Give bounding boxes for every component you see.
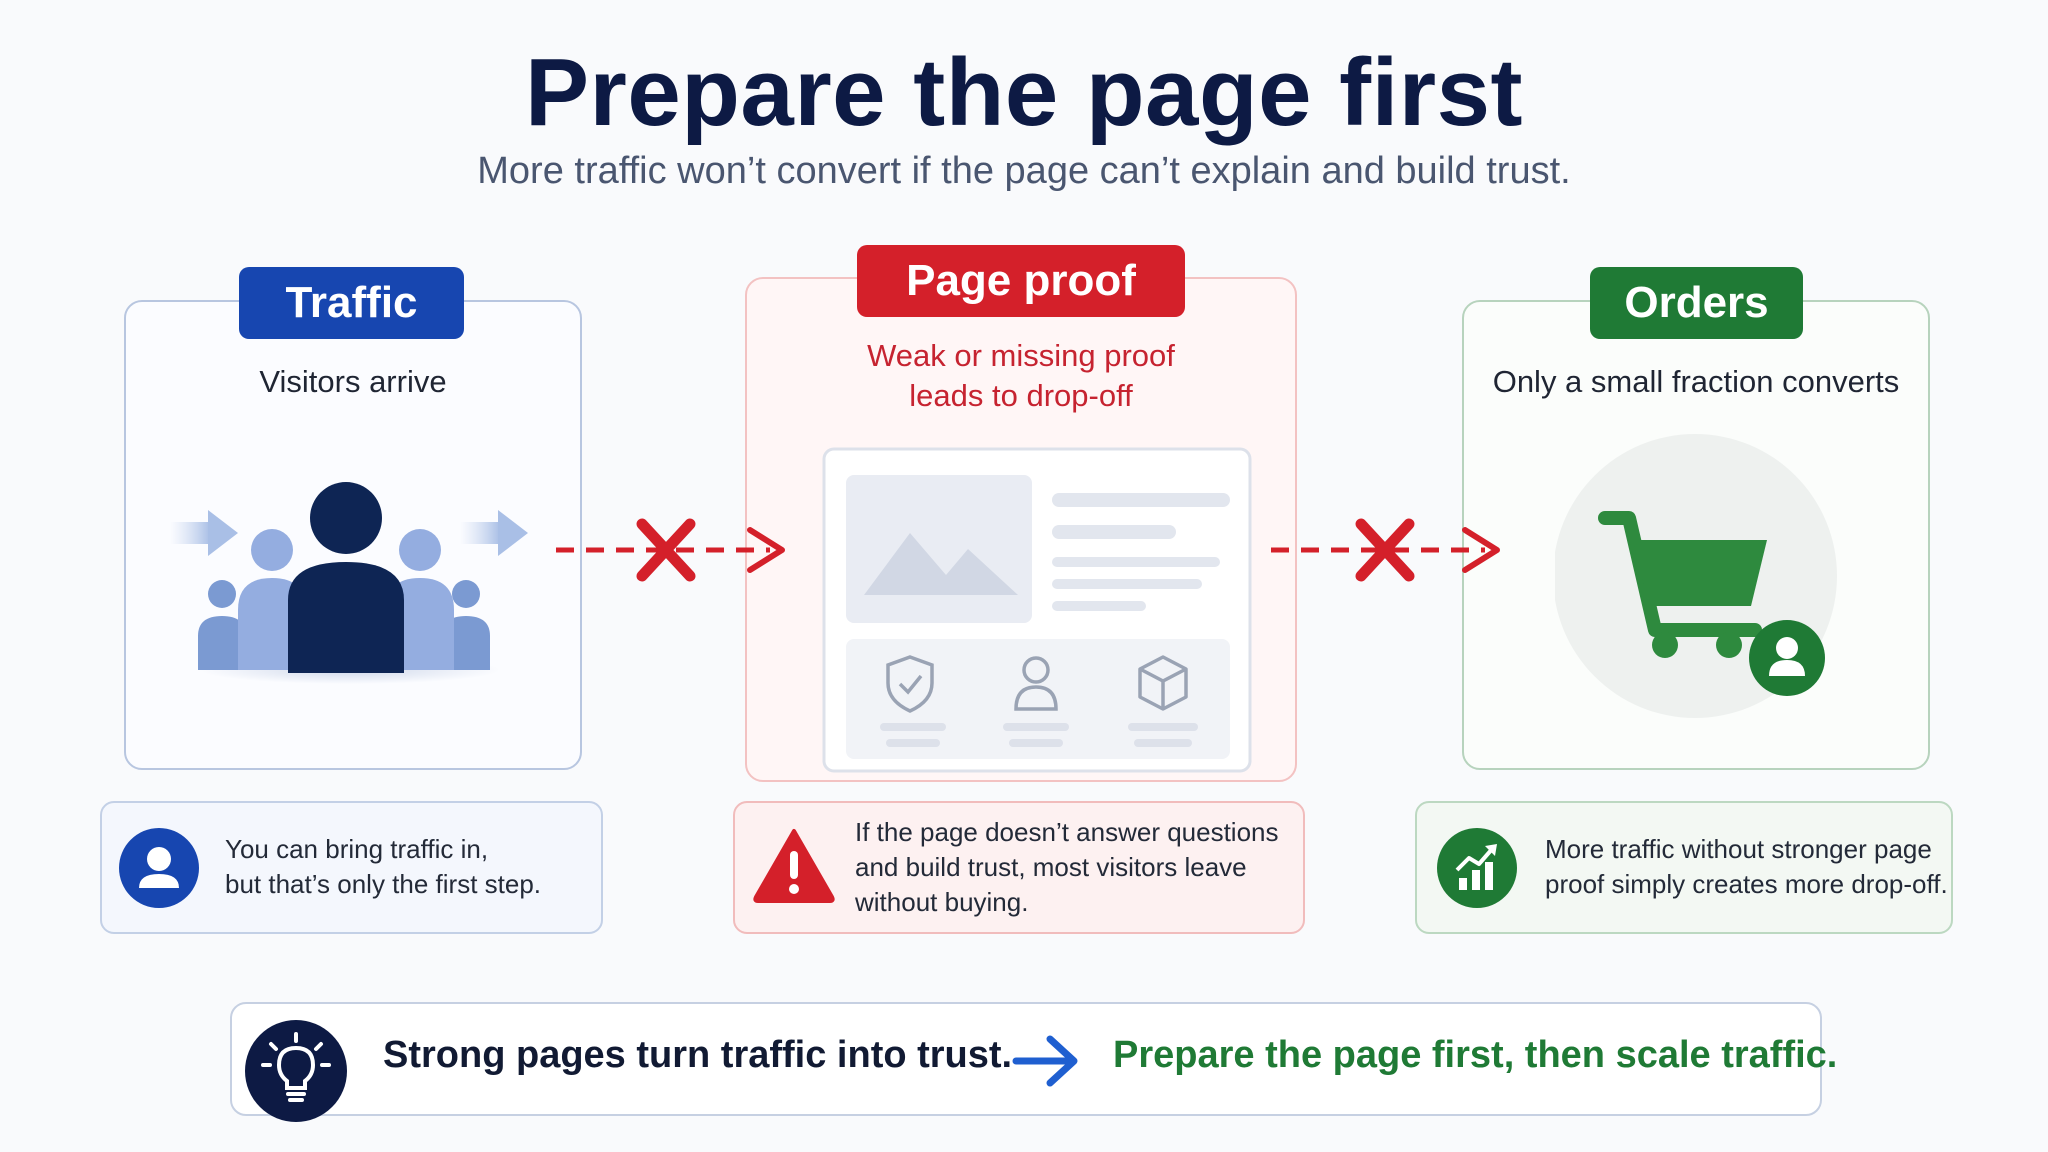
person-icon <box>1014 656 1058 711</box>
orders-subtitle: Only a small fraction converts <box>1492 364 1900 399</box>
shopping-cart-icon <box>1555 434 1837 718</box>
takeaway-right-text: Prepare the page first, then scale traff… <box>1113 1034 1838 1076</box>
x-mark-icon <box>1355 518 1415 582</box>
page-proof-note-line2: and build trust, most visitors leave <box>855 852 1247 882</box>
blocked-flow-arrow-1 <box>556 518 785 582</box>
lightbulb-icon <box>245 1020 347 1122</box>
shield-check-icon <box>886 655 934 713</box>
warning-icon <box>753 829 835 903</box>
page-proof-subtitle: Weak or missing proof leads to drop-off <box>745 336 1297 416</box>
page-subtitle: More traffic won’t convert if the page c… <box>477 150 1571 192</box>
takeaway-left-text: Strong pages turn traffic into trust. <box>383 1034 1013 1076</box>
orders-note-line2: proof simply creates more drop-off. <box>1545 869 1948 899</box>
page-proof-note-line3: without buying. <box>855 887 1029 917</box>
page-proof-subtitle-line1: Weak or missing proof <box>867 338 1175 373</box>
blocked-flow-arrow-2 <box>1271 518 1500 582</box>
page-title: Prepare the page first <box>525 39 1523 146</box>
page-proof-note-line1: If the page doesn’t answer questions <box>855 817 1279 847</box>
orders-note-line1: More traffic without stronger page <box>1545 834 1932 864</box>
user-icon <box>119 828 199 908</box>
traffic-note-line2: but that’s only the first step. <box>225 869 542 899</box>
package-box-icon <box>1138 655 1188 711</box>
growth-chart-icon <box>1437 828 1517 908</box>
page-proof-note-text: If the page doesn’t answer questions and… <box>855 815 1279 920</box>
page-proof-label: Page proof <box>857 245 1185 317</box>
traffic-note-line1: You can bring traffic in, <box>225 834 489 864</box>
orders-note-text: More traffic without stronger page proof… <box>1545 832 1948 902</box>
traffic-subtitle: Visitors arrive <box>259 364 447 399</box>
orders-label: Orders <box>1590 267 1803 339</box>
traffic-note-text: You can bring traffic in, but that’s onl… <box>225 832 541 902</box>
customer-avatar-icon <box>1749 620 1825 696</box>
page-proof-note <box>733 801 1305 934</box>
people-group-icon <box>170 482 528 684</box>
page-proof-subtitle-line2: leads to drop-off <box>909 378 1133 413</box>
x-mark-icon <box>636 518 696 582</box>
arrow-right-icon <box>1012 1035 1078 1087</box>
webpage-mockup-icon <box>822 447 1252 773</box>
traffic-label: Traffic <box>239 267 464 339</box>
